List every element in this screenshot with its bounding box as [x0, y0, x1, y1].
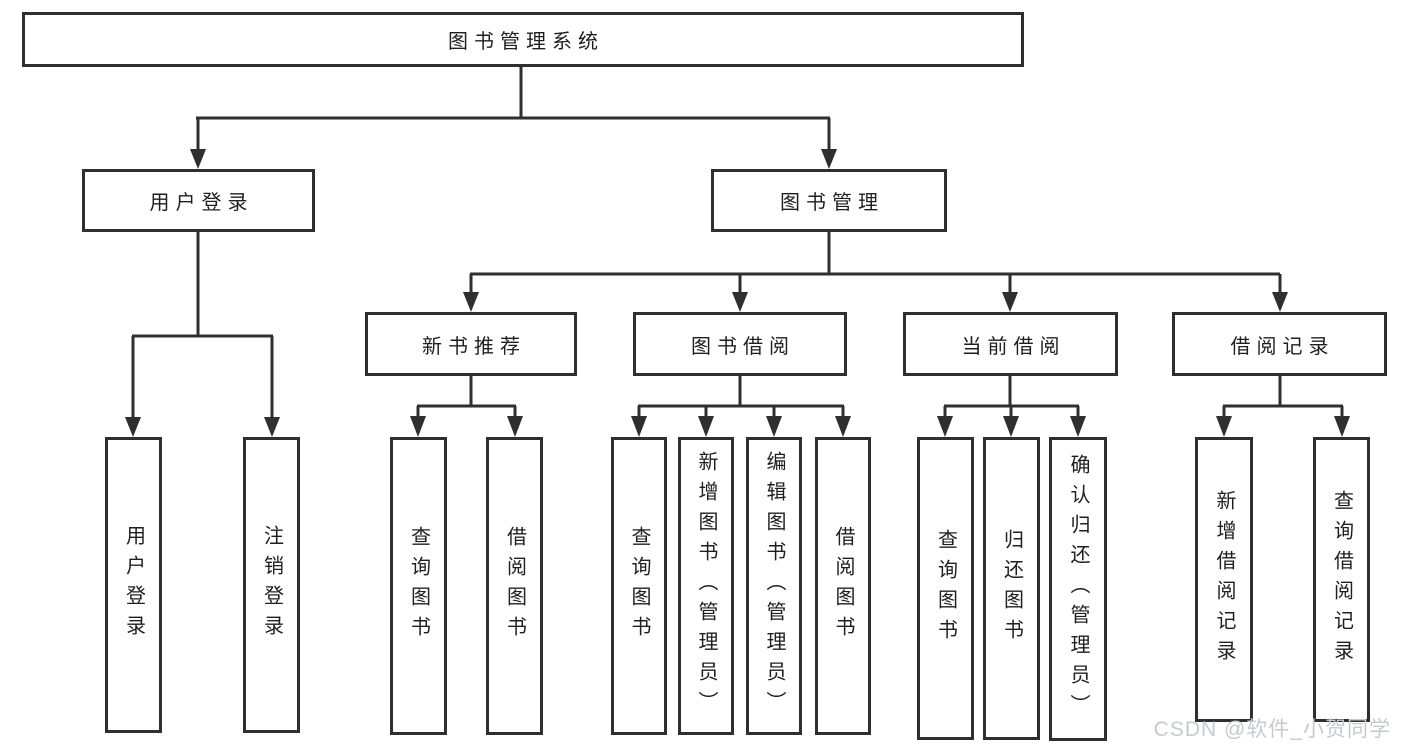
node-borrow-records-label: 借阅记录 [1230, 335, 1335, 358]
leaf-query-borrow-record-label: 查询借阅记录 [1330, 489, 1353, 670]
leaf-add-book-admin-label: 新增图书（管理员） [695, 451, 717, 721]
node-library-system: 图书管理系统 [22, 12, 1024, 67]
connector-borrow-records-branch [1216, 376, 1350, 437]
leaf-query-books-recommend: 查询图书 [390, 437, 447, 735]
leaf-logout: 注销登录 [243, 437, 300, 733]
leaf-query-books-borrowing: 查询图书 [611, 437, 667, 735]
leaf-user-login: 用户登录 [105, 437, 162, 733]
leaf-add-borrow-record: 新增借阅记录 [1195, 437, 1253, 722]
connector-user-login-branch [125, 232, 280, 437]
leaf-confirm-return-admin: 确认归还（管理员） [1049, 437, 1107, 741]
connector-book-borrowing-branch [631, 376, 851, 437]
leaf-query-books-current: 查询图书 [917, 437, 974, 740]
leaf-query-books-borrowing-label: 查询图书 [628, 526, 650, 646]
leaf-query-borrow-record: 查询借阅记录 [1313, 437, 1370, 722]
connector-current-borrowing-branch [937, 376, 1086, 437]
leaf-confirm-return-admin-label: 确认归还（管理员） [1067, 454, 1089, 724]
node-book-management: 图书管理 [711, 169, 947, 232]
node-book-borrowing-label: 图书借阅 [691, 335, 795, 358]
leaf-edit-book-admin: 编辑图书（管理员） [746, 437, 802, 735]
leaf-borrow-books-recommend: 借阅图书 [486, 437, 543, 735]
node-current-borrowing: 当前借阅 [903, 312, 1118, 376]
node-borrow-records: 借阅记录 [1172, 312, 1387, 376]
leaf-query-books-recommend-label: 查询图书 [407, 526, 430, 646]
leaf-user-login-label: 用户登录 [122, 525, 145, 645]
leaf-add-borrow-record-label: 新增借阅记录 [1213, 489, 1235, 670]
leaf-add-book-admin: 新增图书（管理员） [678, 437, 734, 735]
node-library-system-label: 图书管理系统 [448, 31, 604, 53]
leaf-query-books-current-label: 查询图书 [934, 528, 957, 649]
node-book-management-label: 图书管理 [780, 192, 884, 214]
leaf-borrow-books-recommend-label: 借阅图书 [503, 526, 526, 646]
node-book-borrowing: 图书借阅 [633, 312, 847, 376]
node-current-borrowing-label: 当前借阅 [961, 335, 1066, 358]
leaf-borrow-books-borrowing: 借阅图书 [815, 437, 871, 735]
watermark: CSDN @软件_小贺同学 [1153, 718, 1391, 741]
node-user-login: 用户登录 [82, 169, 315, 232]
connector-root-to-level2 [190, 67, 837, 169]
node-new-book-recommend: 新书推荐 [365, 312, 577, 376]
leaf-return-book: 归还图书 [983, 437, 1040, 740]
leaf-return-book-label: 归还图书 [1000, 528, 1023, 649]
leaf-logout-label: 注销登录 [260, 525, 283, 645]
node-user-login-label: 用户登录 [149, 192, 254, 214]
leaf-edit-book-admin-label: 编辑图书（管理员） [763, 451, 785, 721]
node-new-book-recommend-label: 新书推荐 [422, 335, 526, 358]
connector-book-management-branch [463, 232, 1288, 312]
connector-new-book-recommend-branch [410, 376, 523, 437]
leaf-borrow-books-borrowing-label: 借阅图书 [832, 526, 854, 646]
